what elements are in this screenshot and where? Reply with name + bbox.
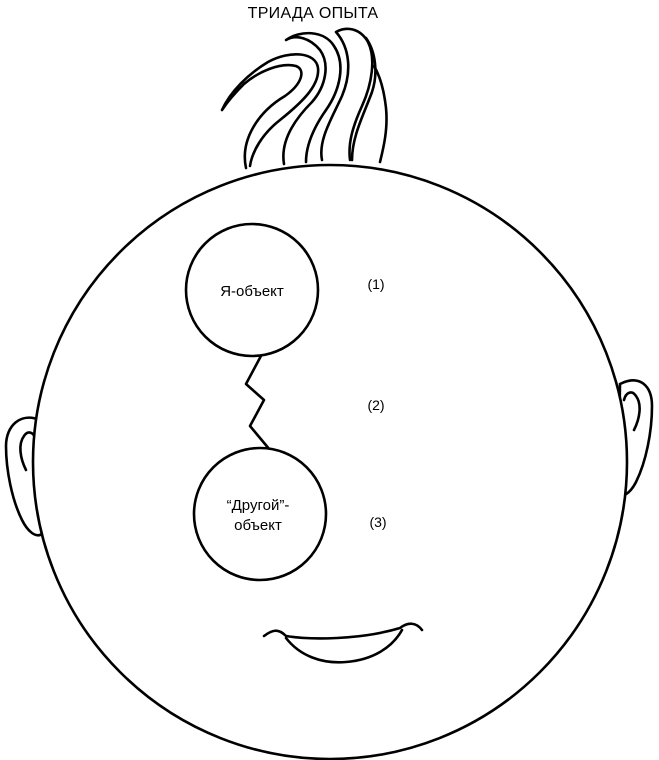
- zigzag-connector: [244, 352, 272, 452]
- other-object-node: “Другой”- объект: [192, 446, 328, 582]
- self-object-circle: [184, 222, 320, 358]
- self-object-label: Я-объект: [220, 283, 284, 300]
- other-object-label-line1: “Другой”-: [227, 497, 290, 514]
- marker-2: (2): [367, 397, 384, 413]
- marker-1: (1): [367, 276, 384, 292]
- diagram-title: ТРИАДА ОПЫТА: [248, 5, 379, 22]
- head-outline: [31, 163, 629, 760]
- other-object-circle: [192, 446, 328, 582]
- smile-icon: [262, 622, 424, 664]
- hair-icon: [220, 27, 388, 170]
- marker-3: (3): [369, 514, 386, 530]
- self-object-node: Я-объект: [184, 222, 320, 358]
- other-object-label-line2: объект: [234, 517, 282, 534]
